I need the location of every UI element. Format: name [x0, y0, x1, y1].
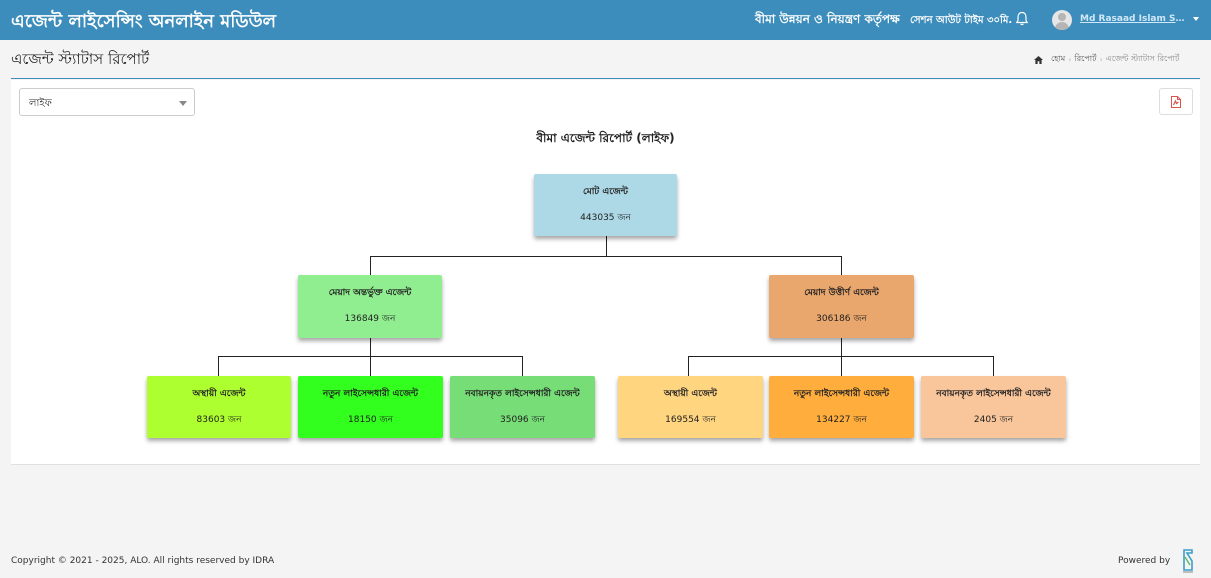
expired-agents-node: মেয়াদ উত্তীর্ণ এজেন্ট 306186 জন: [769, 275, 914, 338]
connector-line: [522, 356, 523, 376]
copyright-text: Copyright © 2021 - 2025, ALO. All rights…: [11, 556, 275, 566]
pdf-icon: [1171, 96, 1181, 108]
connector-line: [218, 356, 219, 376]
connector-line: [841, 356, 842, 376]
user-name-link[interactable]: Md Rasaad Islam Samin: [1080, 14, 1188, 24]
node-label: নবায়নকৃত লাইসেন্সধারী এজেন্ট: [936, 389, 1051, 399]
powered-by-text: Powered by: [1118, 556, 1171, 566]
node-count: 134227 জন: [816, 415, 867, 425]
vendor-logo-icon[interactable]: [1181, 549, 1195, 573]
breadcrumb-current: এজেন্ট স্ট্যাটাস রিপোর্ট: [1105, 54, 1180, 63]
node-label: মেয়াদ উত্তীর্ণ এজেন্ট: [804, 288, 879, 298]
valid-new-licensed-agents-node: নতুন লাইসেন্সধারী এজেন্ট 18150 জন: [298, 376, 443, 438]
connector-line: [993, 356, 994, 376]
total-agents-node: মোট এজেন্ট 443035 জন: [534, 174, 677, 236]
header-divider: [11, 78, 1200, 79]
node-count: 18150 জন: [348, 415, 393, 425]
connector-line: [606, 236, 607, 256]
connector-line: [688, 356, 689, 376]
breadcrumb-report[interactable]: রিপোর্ট: [1074, 54, 1097, 63]
node-label: নতুন লাইসেন্সধারী এজেন্ট: [793, 389, 890, 399]
connector-line: [370, 356, 371, 376]
export-pdf-button[interactable]: [1159, 88, 1193, 115]
node-label: মোট এজেন্ট: [583, 187, 628, 197]
home-icon: [1034, 55, 1043, 64]
breadcrumb-home[interactable]: হোম: [1051, 54, 1066, 63]
connector-line: [370, 338, 371, 356]
valid-temporary-agents-node: অস্থায়ী এজেন্ট 83603 জন: [147, 376, 291, 438]
node-count: 35096 জন: [500, 415, 545, 425]
node-label: অস্থায়ী এজেন্ট: [664, 389, 717, 399]
expired-new-licensed-agents-node: নতুন লাইসেন্সধারী এজেন্ট 134227 জন: [769, 376, 914, 438]
node-label: অস্থায়ী এজেন্ট: [192, 389, 246, 399]
session-timeout: সেশন আউট টাইম ৩০মি.: [910, 15, 1013, 26]
breadcrumb-separator: ›: [1068, 55, 1072, 64]
chevron-down-icon[interactable]: [1193, 17, 1199, 21]
node-count: 136849 জন: [344, 314, 396, 324]
connector-line: [841, 338, 842, 356]
node-count: 306186 জন: [816, 314, 867, 324]
connector-line: [370, 256, 371, 275]
select-value: লাইফ: [29, 98, 52, 109]
expired-temporary-agents-node: অস্থায়ী এজেন্ট 169554 জন: [618, 376, 763, 438]
app-title[interactable]: এজেন্ট লাইসেন্সিং অনলাইন মডিউল: [11, 11, 277, 32]
connector-line: [841, 256, 842, 275]
node-count: 443035 জন: [580, 213, 631, 223]
avatar-head: [1058, 13, 1066, 21]
connector-line: [370, 256, 842, 257]
valid-agents-node: মেয়াদ অন্তর্ভুক্ত এজেন্ট 136849 জন: [298, 275, 442, 338]
node-count: 169554 জন: [665, 415, 716, 425]
node-label: নতুন লাইসেন্সধারী এজেন্ট: [322, 389, 419, 399]
bell-icon[interactable]: [1015, 11, 1029, 27]
node-label: মেয়াদ অন্তর্ভুক্ত এজেন্ট: [328, 288, 412, 298]
expired-renewed-licensed-agents-node: নবায়নকৃত লাইসেন্সধারী এজেন্ট 2405 জন: [921, 376, 1066, 438]
insurance-type-select[interactable]: লাইফ: [19, 88, 195, 116]
user-avatar[interactable]: [1052, 10, 1072, 30]
report-title: বীমা এজেন্ট রিপোর্ট (লাইফ): [536, 131, 675, 145]
page-title: এজেন্ট স্ট্যাটাস রিপোর্ট: [11, 50, 150, 68]
node-label: নবায়নকৃত লাইসেন্সধারী এজেন্ট: [465, 389, 580, 399]
chevron-down-icon: [179, 101, 187, 106]
breadcrumb: হোম › রিপোর্ট › এজেন্ট স্ট্যাটাস রিপোর্ট: [1034, 53, 1179, 66]
breadcrumb-separator: ›: [1099, 55, 1103, 64]
report-panel: লাইফ বীমা এজেন্ট রিপোর্ট (লাইফ) মোট এজেন…: [11, 80, 1200, 465]
org-name: বীমা উন্নয়ন ও নিয়ন্ত্রণ কর্তৃপক্ষ: [755, 12, 900, 26]
top-navbar: এজেন্ট লাইসেন্সিং অনলাইন মডিউল বীমা উন্ন…: [0, 0, 1211, 40]
node-count: 83603 জন: [196, 415, 242, 425]
valid-renewed-licensed-agents-node: নবায়নকৃত লাইসেন্সধারী এজেন্ট 35096 জন: [450, 376, 595, 438]
node-count: 2405 জন: [973, 415, 1014, 425]
avatar-shoulders: [1055, 22, 1069, 30]
